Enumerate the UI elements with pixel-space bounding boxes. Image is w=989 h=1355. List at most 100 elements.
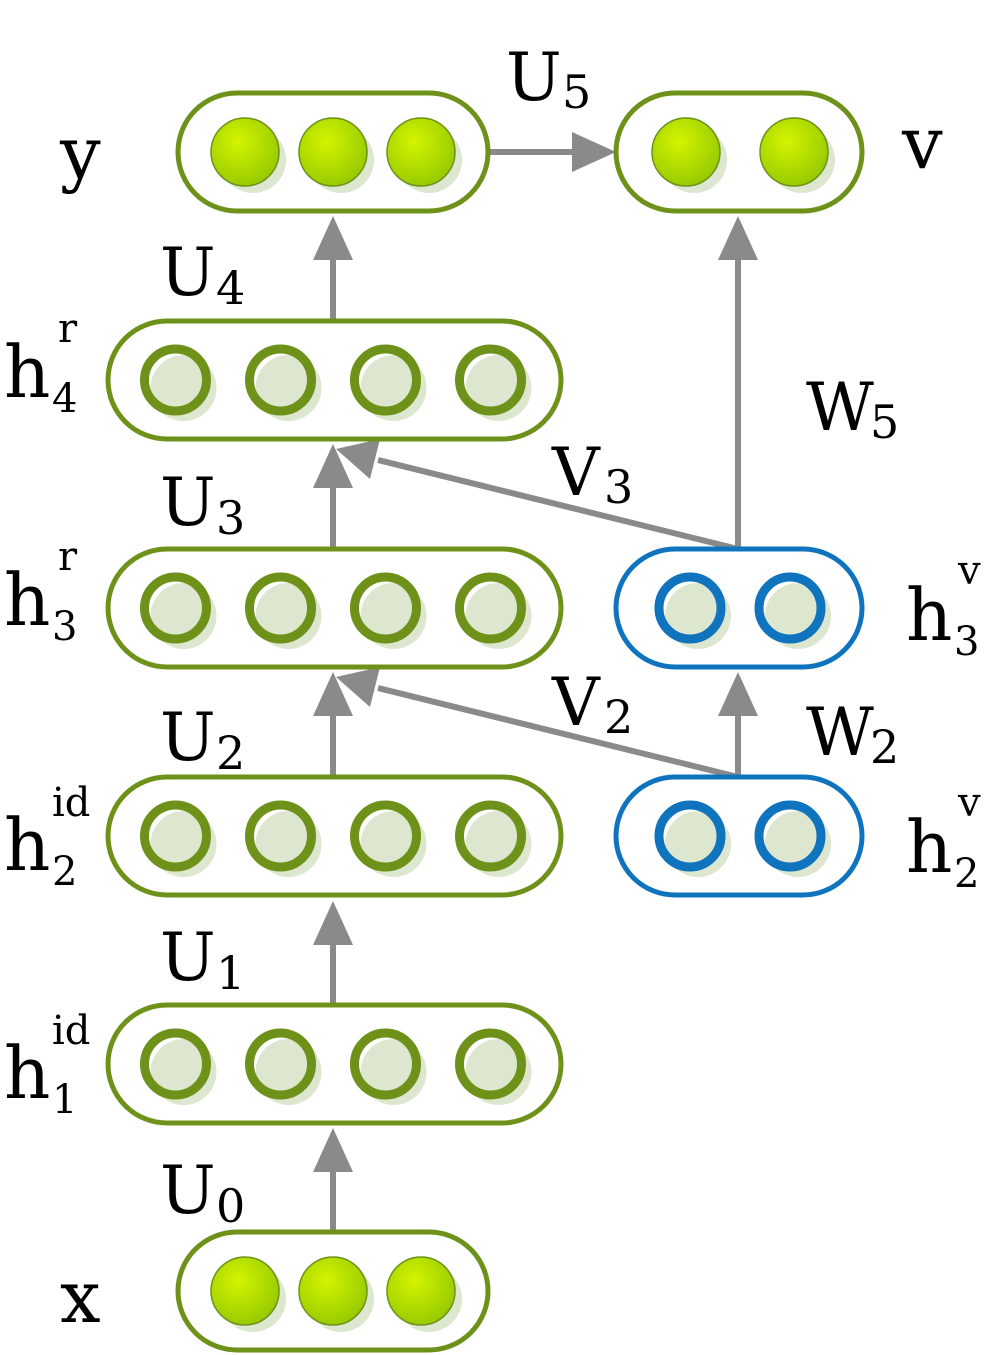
arrow-h3v-to-v [718,216,758,549]
weight-U4: U 4 [160,234,245,315]
label-v: v [901,101,943,185]
layer-x [175,1229,491,1353]
neuron-unit [140,572,211,644]
neuron-unit [210,1256,280,1326]
neuron-unit [386,117,456,187]
label-h1: h id 1 [4,1008,90,1123]
neuron-unit [455,344,526,416]
svg-text:U: U [160,1152,216,1229]
svg-text:U: U [160,699,216,776]
svg-text:r: r [58,306,78,352]
arrow-h3v-to-h4 [336,439,739,552]
svg-text:W: W [806,369,874,446]
neuron-unit [759,117,829,187]
neuron-unit [298,1256,368,1326]
svg-text:2: 2 [870,720,899,774]
label-h2: h id 2 [4,780,90,895]
svg-text:5: 5 [562,65,591,119]
svg-text:U: U [506,39,562,116]
arrow-x-to-h1 [313,1128,353,1232]
svg-text:h: h [906,573,952,657]
neuron-unit [651,117,721,187]
svg-text:id: id [52,1008,90,1054]
layer-h2 [105,774,564,898]
arrow-h3-to-h4 [313,444,353,549]
label-h3: h r 3 [4,534,78,650]
neuron-unit [350,344,421,416]
neuron-unit [350,572,421,644]
weight-W5: W 5 [806,369,899,449]
neuron-unit [245,572,316,644]
arrow-h2v-to-h3 [336,667,739,780]
svg-text:3: 3 [52,604,77,650]
svg-text:id: id [52,780,90,826]
svg-text:v: v [957,780,981,826]
svg-text:4: 4 [216,261,245,315]
neuron-unit [754,572,826,644]
svg-text:3: 3 [954,619,979,665]
svg-text:h: h [4,330,50,414]
svg-text:2: 2 [52,849,77,895]
svg-text:0: 0 [216,1179,245,1233]
neuron-unit [455,1028,526,1100]
neuron-unit [140,800,211,872]
svg-text:W: W [806,694,874,771]
svg-text:U: U [160,234,216,311]
svg-text:2: 2 [954,851,979,897]
svg-text:h: h [4,803,50,887]
neuron-unit [455,800,526,872]
layer-v [613,90,865,214]
neuron-unit [350,800,421,872]
svg-text:h: h [4,1031,50,1115]
svg-text:3: 3 [216,491,245,545]
arrow-h4-to-y [313,216,353,321]
label-x: x [60,1255,101,1339]
svg-text:V: V [551,434,601,511]
neuron-unit [386,1256,456,1326]
layer-h1 [105,1002,564,1126]
neuron-unit [654,572,726,644]
svg-text:4: 4 [52,376,77,422]
label-y: y [59,111,101,195]
layer-y [175,90,491,214]
neuron-unit [455,572,526,644]
weight-U1: U 1 [160,919,245,1000]
svg-text:V: V [551,664,601,741]
neuron-unit [654,800,726,872]
label-h3v: h v 3 [906,548,981,665]
weight-V3: V 3 [551,434,633,514]
svg-text:1: 1 [52,1077,77,1123]
neuron-unit [210,117,280,187]
svg-text:h: h [906,805,952,889]
weight-W2: W 2 [806,694,899,774]
layer-h3v [613,546,865,670]
weight-U3: U 3 [160,464,245,545]
neuron-unit [245,1028,316,1100]
svg-text:1: 1 [216,946,245,1000]
svg-text:2: 2 [604,690,633,744]
svg-text:U: U [160,464,216,541]
svg-text:v: v [957,548,981,594]
label-h2v: h v 2 [906,780,981,897]
label-h4: h r 4 [4,306,78,422]
weight-U2: U 2 [160,699,245,780]
svg-text:2: 2 [216,726,245,780]
neuron-unit [245,800,316,872]
neuron-unit [350,1028,421,1100]
arrow-h2-to-h3 [313,672,353,777]
layer-h2v [613,774,865,898]
svg-text:3: 3 [604,460,633,514]
arrow-y-to-v [488,132,616,172]
svg-text:r: r [58,534,78,580]
neuron-unit [298,117,368,187]
neuron-unit [245,344,316,416]
arrow-h2v-to-h3v [718,672,758,777]
svg-text:U: U [160,919,216,996]
weight-V2: V 2 [551,664,633,744]
layer-h4 [105,318,564,442]
weight-U5: U 5 [506,39,591,119]
neuron-unit [754,800,826,872]
svg-text:5: 5 [870,395,899,449]
svg-text:h: h [4,558,50,642]
